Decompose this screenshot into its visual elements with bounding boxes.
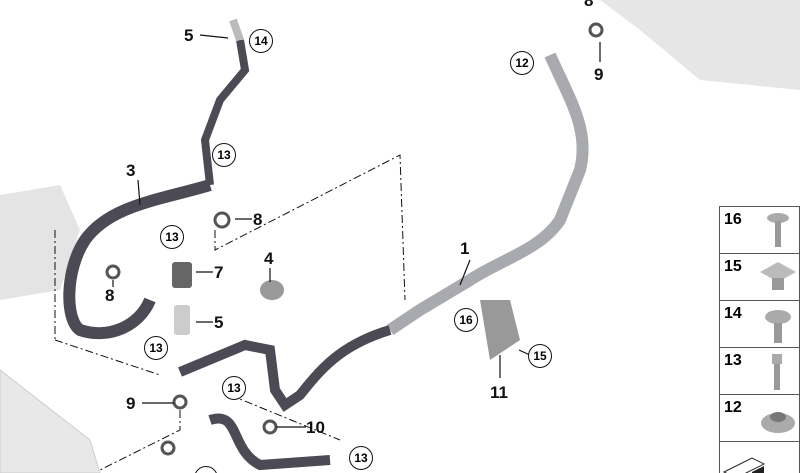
callout-1: 1: [460, 239, 470, 258]
callout-13-d: 13: [222, 376, 246, 400]
callout-5-lower: 5: [214, 313, 224, 332]
part-7: [172, 262, 192, 288]
legend-item-14: 14: [719, 300, 800, 347]
hose-lower: [208, 413, 331, 471]
callout-16: 16: [454, 308, 478, 332]
pipe-1: [386, 52, 589, 335]
callout-10: 10: [306, 418, 325, 437]
legend-number: 15: [724, 258, 742, 275]
legend-item-16: 16: [719, 206, 800, 253]
hose-3: [63, 179, 212, 340]
hose-1: [178, 325, 392, 412]
callout-8: 8: [253, 210, 263, 229]
callout-13-b: 13: [160, 225, 184, 249]
hex-flange-bolt-icon: [765, 310, 791, 343]
callout-9: 9: [126, 394, 136, 413]
legend-item-arrow: [719, 441, 800, 473]
legend-number: 14: [724, 305, 742, 322]
fitting: [229, 18, 244, 42]
condenser-shape: [0, 369, 101, 473]
legend-item-15: 15: [719, 253, 800, 300]
callout-13-c: 13: [144, 336, 168, 360]
legend-number: 16: [724, 211, 742, 228]
small-parts-legend: 16 15 14 13 12: [719, 206, 800, 473]
flange-nut-icon: [761, 412, 795, 433]
legend-number: 13: [724, 352, 742, 369]
compressor-shape: [0, 185, 80, 300]
callout-14: 14: [249, 29, 273, 53]
callout-15: 15: [528, 344, 552, 368]
hose-upper: [200, 39, 250, 186]
legend-item-13: 13: [719, 347, 800, 394]
legend-number: 12: [724, 399, 742, 416]
socket-screw-icon: [772, 354, 782, 390]
callout-7: 7: [214, 263, 224, 282]
leader-lines: [112, 34, 601, 428]
callout-9-right: 9: [594, 65, 604, 84]
callout-13-e: 13: [349, 446, 373, 470]
callout-8-left: 8: [105, 286, 115, 305]
callout-13-a: 13: [212, 143, 236, 167]
callout-4: 4: [264, 249, 274, 268]
part-5: [174, 305, 190, 335]
callout-12: 12: [510, 51, 534, 75]
evaporator-housing-shape: [600, 0, 800, 90]
legend-item-12: 12: [719, 394, 800, 441]
callout-11: 11: [490, 383, 508, 402]
assembly-lines: [54, 154, 406, 471]
bracket-11: [480, 300, 520, 360]
direction-arrow-icon: [722, 457, 766, 473]
part-4: [260, 280, 284, 300]
callout-3: 3: [126, 161, 136, 180]
callout-5-upper: 5: [184, 26, 194, 45]
callout-8-top: 8: [584, 0, 594, 10]
torx-screw-icon: [767, 213, 789, 247]
square-nut-icon: [760, 262, 796, 290]
